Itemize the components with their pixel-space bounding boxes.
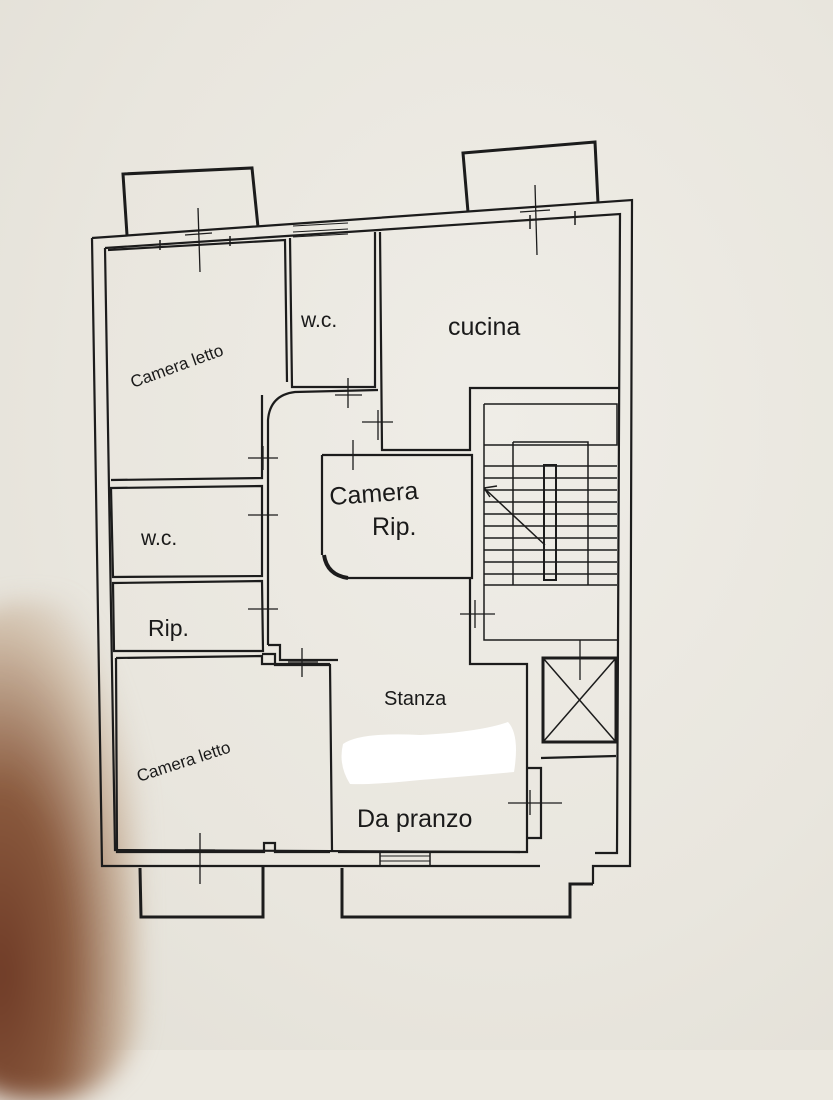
label-cucina: cucina: [448, 313, 520, 341]
room-camera-rip: [320, 453, 474, 580]
label-camera-letto-top: Camera letto: [128, 341, 226, 392]
label-camera-rip-line1: Camera: [328, 477, 419, 511]
balcony-top-left: [121, 166, 260, 236]
label-camera-letto-bottom: Camera letto: [134, 738, 232, 786]
room-camera-letto-top: [107, 238, 289, 482]
floor-plan: Camera letto w.c. cucina Camera Rip. w.c…: [90, 140, 634, 919]
label-wc-top: w.c.: [300, 309, 337, 332]
label-camera-rip-line2: Rip.: [372, 513, 416, 541]
terrace-bottom: [340, 868, 593, 919]
room-camera-letto-bottom: [114, 654, 330, 854]
balcony-top-right: [461, 140, 600, 213]
door-ticks: [159, 184, 581, 884]
balcony-bottom-left: [138, 866, 265, 919]
label-da-pranzo: Da pranzo: [357, 805, 472, 833]
redaction-mark: [341, 722, 516, 785]
label-wc-left: w.c.: [140, 527, 177, 550]
room-wc-top: [288, 222, 620, 452]
room-wc-left: [109, 484, 264, 579]
staircase: [483, 403, 618, 641]
label-rip: Rip.: [148, 615, 189, 641]
label-stanza: Stanza: [384, 688, 447, 710]
room-rip: [111, 579, 265, 653]
